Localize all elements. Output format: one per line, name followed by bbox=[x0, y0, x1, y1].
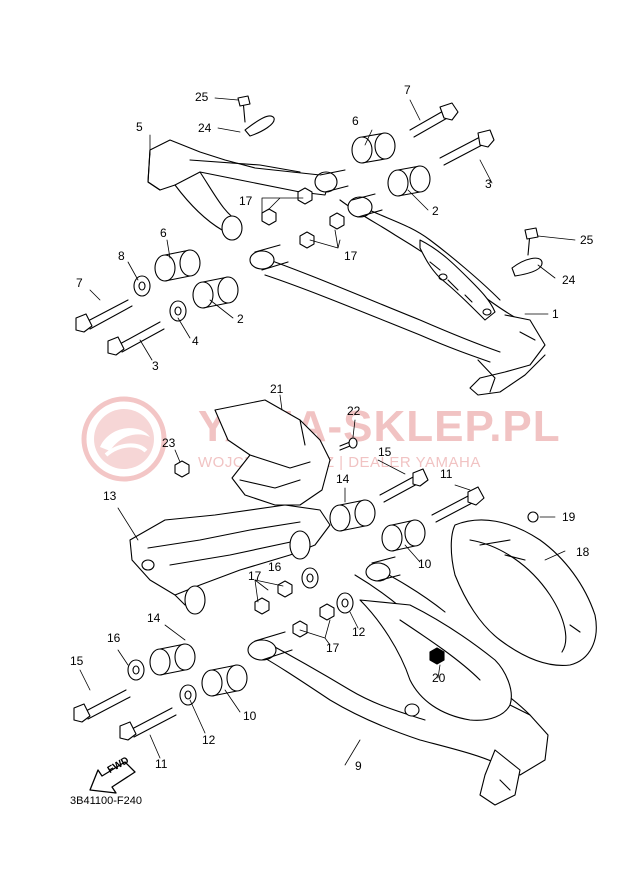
callout-17: 17 bbox=[344, 249, 358, 263]
callout-21: 21 bbox=[270, 382, 284, 396]
callout-4: 4 bbox=[192, 334, 199, 348]
callout-23: 23 bbox=[162, 436, 176, 450]
callout-7: 7 bbox=[76, 276, 83, 290]
callout-15: 15 bbox=[70, 654, 84, 668]
callout-5: 5 bbox=[136, 120, 143, 134]
bracket-part-21 bbox=[214, 399, 331, 506]
callout-24: 24 bbox=[562, 273, 576, 287]
callout-11: 11 bbox=[440, 467, 453, 481]
callout-24: 24 bbox=[198, 121, 212, 135]
leader-lines bbox=[79, 97, 576, 766]
callout-15: 15 bbox=[378, 445, 392, 459]
nuts bbox=[174, 187, 445, 665]
callout-8: 8 bbox=[118, 249, 125, 263]
callout-9: 9 bbox=[355, 759, 362, 773]
callout-20: 20 bbox=[432, 671, 446, 685]
callout-25: 25 bbox=[195, 90, 209, 104]
callout-12: 12 bbox=[352, 625, 366, 639]
guard-part-18 bbox=[450, 519, 597, 666]
callout-2: 2 bbox=[432, 204, 439, 218]
callout-11: 11 bbox=[155, 757, 168, 771]
callout-17: 17 bbox=[326, 641, 340, 655]
callout-labels: 1 2 2 3 3 4 5 6 6 7 7 8 9 10 10 11 11 12… bbox=[70, 83, 594, 773]
washers bbox=[127, 275, 354, 706]
callout-17: 17 bbox=[248, 569, 262, 583]
callout-10: 10 bbox=[418, 557, 432, 571]
bolts bbox=[73, 95, 543, 741]
callout-16: 16 bbox=[268, 560, 282, 574]
callout-12: 12 bbox=[202, 733, 216, 747]
pivot-bracket-part-13 bbox=[129, 504, 331, 615]
callout-16: 16 bbox=[107, 631, 121, 645]
callout-18: 18 bbox=[576, 545, 590, 559]
bushings bbox=[149, 132, 431, 697]
callout-22: 22 bbox=[347, 404, 361, 418]
upper-arm-part-1 bbox=[147, 139, 546, 396]
callout-14: 14 bbox=[336, 472, 350, 486]
callout-19: 19 bbox=[562, 510, 576, 524]
callout-17: 17 bbox=[239, 194, 253, 208]
callout-6: 6 bbox=[160, 226, 167, 240]
diagram-code: 3B41100-F240 bbox=[70, 795, 142, 807]
callout-14: 14 bbox=[147, 611, 161, 625]
callout-1: 1 bbox=[552, 307, 559, 321]
callout-7: 7 bbox=[404, 83, 411, 97]
callout-25: 25 bbox=[580, 233, 594, 247]
fwd-arrow bbox=[89, 761, 136, 794]
callout-13: 13 bbox=[103, 489, 117, 503]
callout-6: 6 bbox=[352, 114, 359, 128]
watermark-logo bbox=[81, 396, 167, 482]
callout-10: 10 bbox=[243, 709, 257, 723]
callout-3: 3 bbox=[485, 177, 492, 191]
callout-3: 3 bbox=[152, 359, 159, 373]
callout-2: 2 bbox=[237, 312, 244, 326]
